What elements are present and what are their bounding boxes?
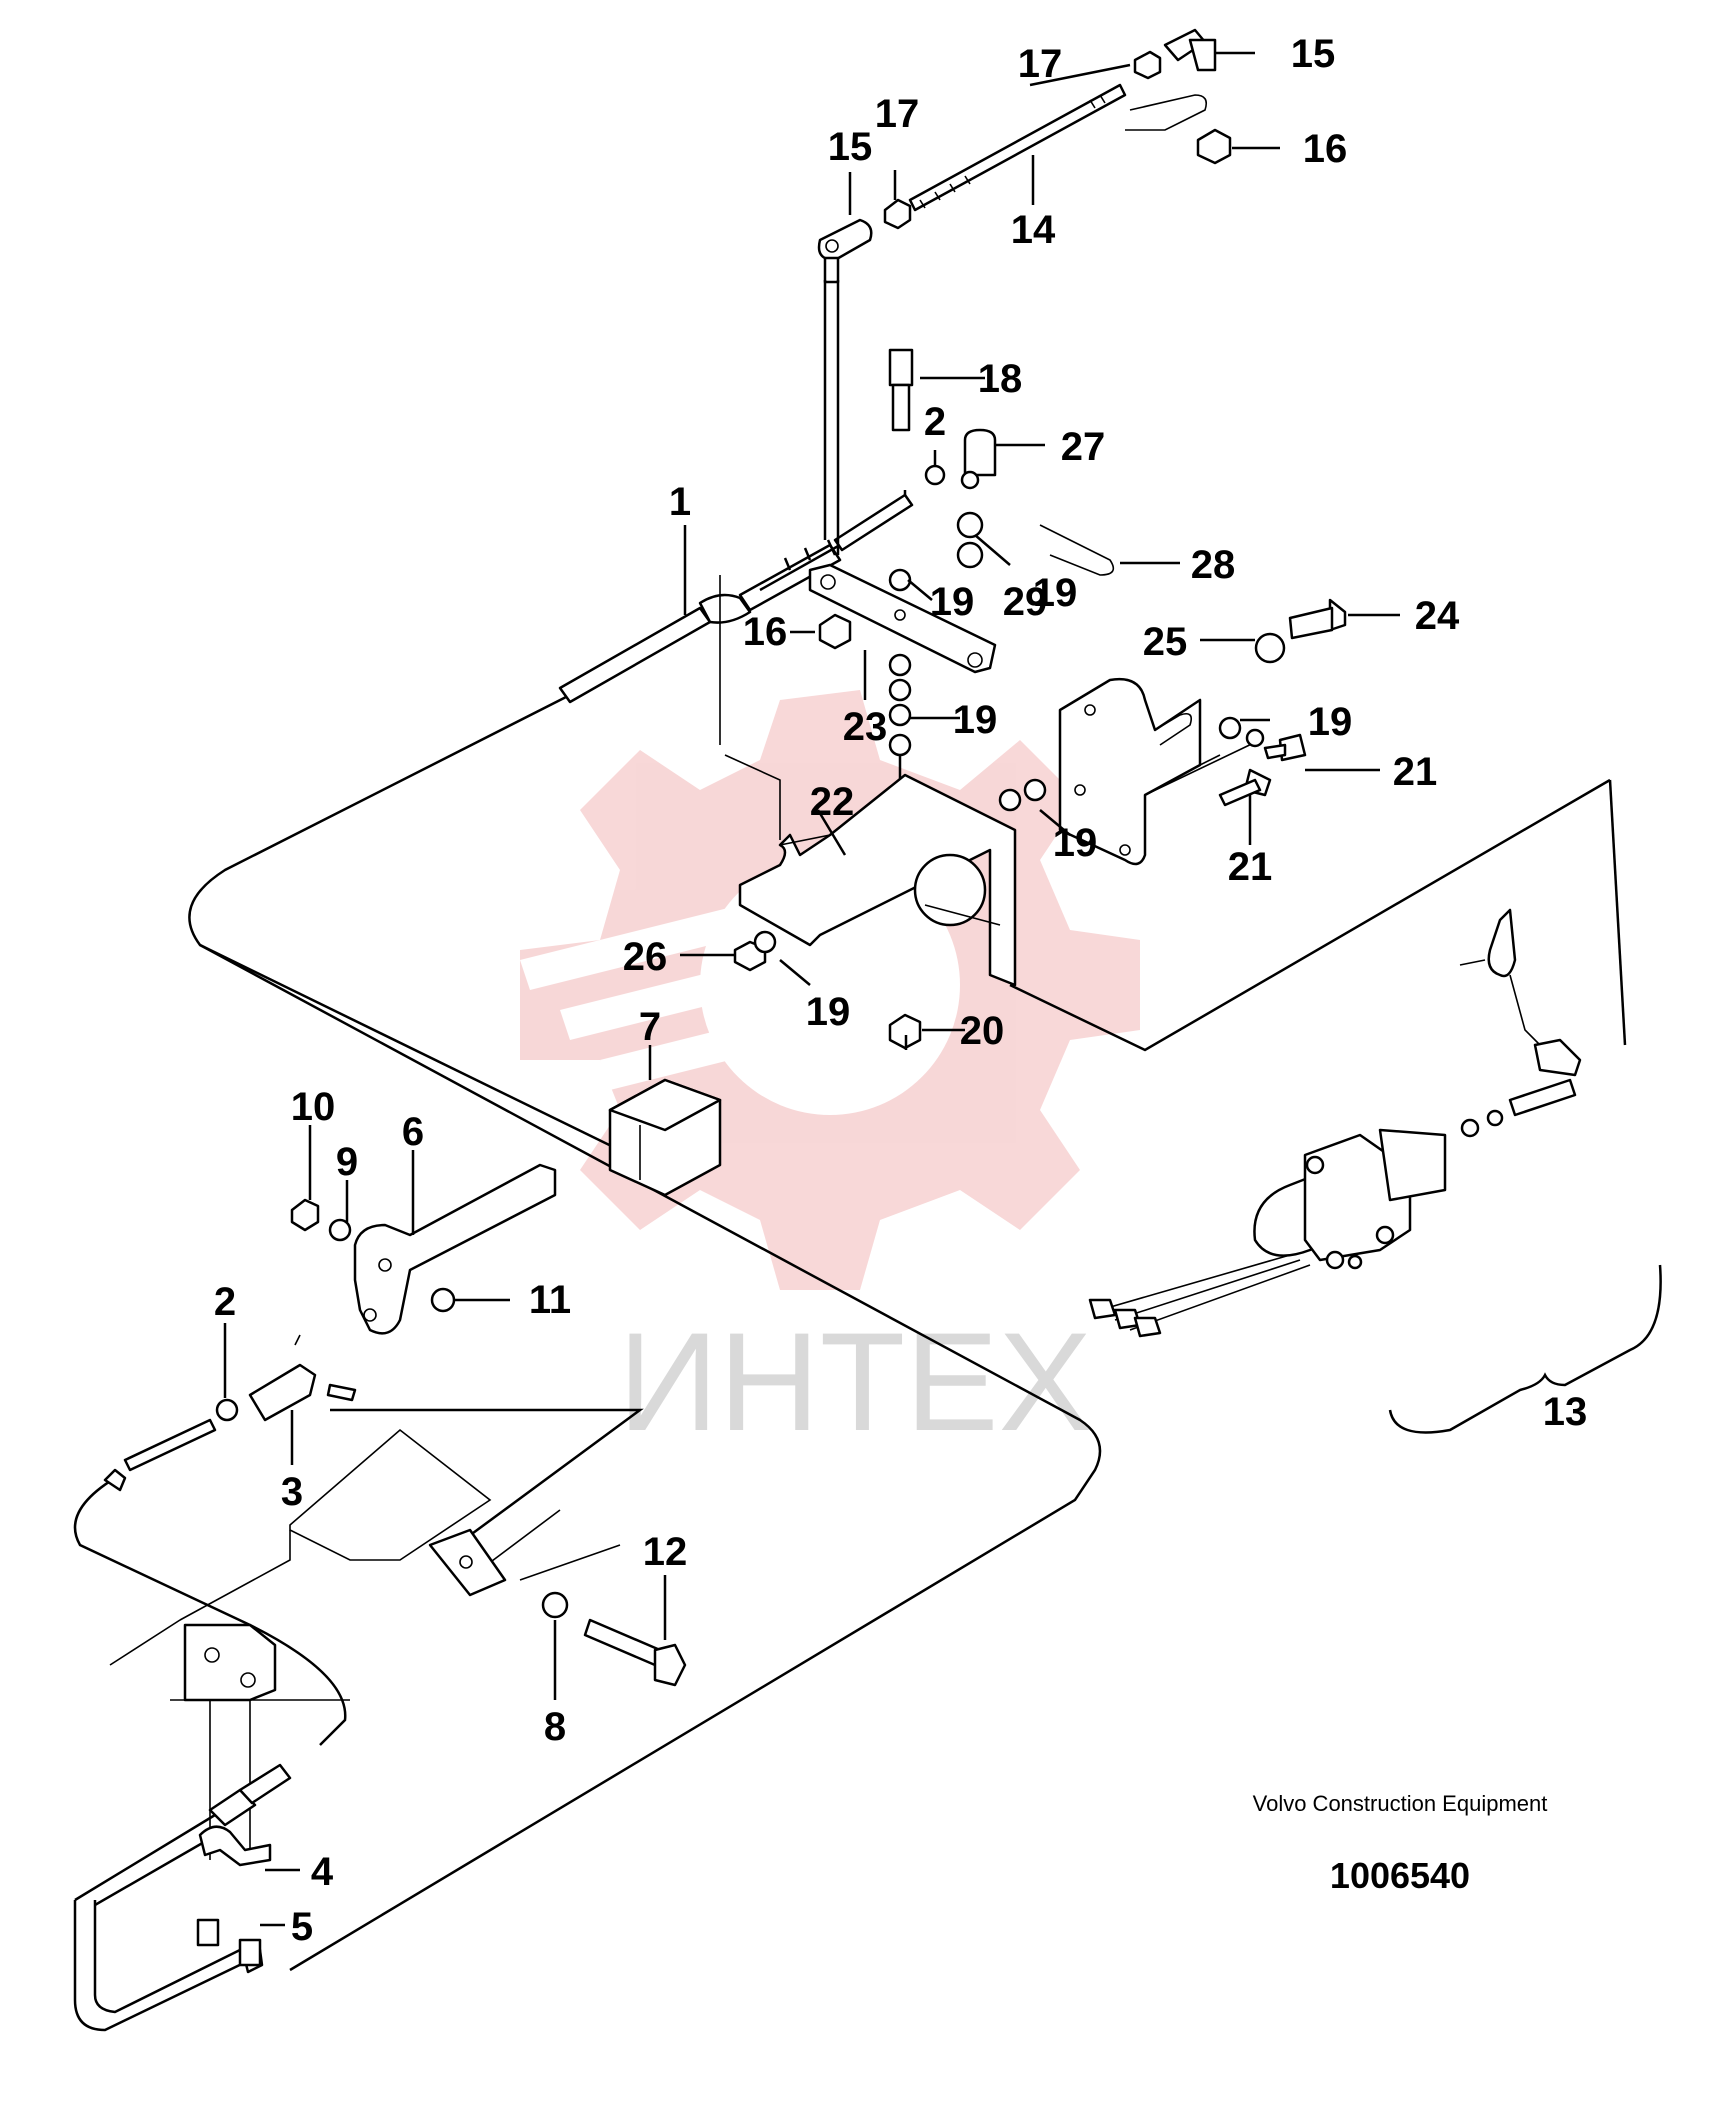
callout-27: 27 [1061, 425, 1106, 469]
callout-28: 28 [1191, 543, 1236, 587]
callout-23: 23 [843, 705, 888, 749]
callout-19a: 19 [930, 580, 975, 624]
hardware [103, 50, 1347, 1967]
callout-17b: 17 [1018, 42, 1063, 86]
watermark-text: ИНТЕХ [618, 1303, 1092, 1460]
diagram-reference-number: 1006540 [1329, 1855, 1471, 1896]
callout-19e: 19 [806, 990, 851, 1034]
callout-15: 15 [828, 125, 873, 169]
manufacturer-credit: Volvo Construction Equipment [1252, 1791, 1548, 1816]
callout-5: 5 [291, 1905, 313, 1949]
lever-plate [808, 563, 997, 790]
stop-solenoid [1088, 908, 1582, 1338]
pedal-housing [109, 1428, 621, 1860]
callout-2b: 2 [214, 1280, 236, 1324]
pedal-link-plate [353, 1163, 557, 1335]
callout-3: 3 [281, 1470, 303, 1514]
callout-10: 10 [291, 1085, 336, 1129]
callout-13: 13 [1543, 1390, 1588, 1434]
callout-7: 7 [639, 1005, 661, 1049]
callout-25: 25 [1143, 620, 1188, 664]
callout-20: 20 [960, 1009, 1005, 1053]
callout-19d: 19 [1053, 821, 1098, 865]
callout-16b: 16 [1303, 127, 1348, 171]
mounting-bracket [719, 575, 1017, 987]
callout-19f: 19 [1033, 571, 1078, 615]
rubber-pad [608, 1078, 722, 1197]
callout-16: 16 [743, 610, 788, 654]
callout-9: 9 [336, 1140, 358, 1184]
callout-22: 22 [810, 780, 855, 824]
callout-21a: 21 [1393, 750, 1438, 794]
leader-lines [223, 51, 1400, 1927]
push-pull-cable [73, 490, 914, 2032]
callout-1: 1 [669, 480, 691, 524]
callout-4: 4 [311, 1850, 334, 1894]
callout-19b: 19 [953, 698, 998, 742]
callout-17: 17 [875, 92, 920, 136]
callout-12: 12 [643, 1530, 688, 1574]
side-bracket [1058, 677, 1261, 866]
callout-29: 29 [1003, 580, 1048, 624]
callout-26: 26 [623, 935, 668, 979]
callout-2: 2 [924, 400, 946, 444]
callout-24: 24 [1415, 594, 1460, 638]
callout-6: 6 [402, 1110, 424, 1154]
group-brace [1388, 1264, 1662, 1434]
callout-14: 14 [1011, 208, 1056, 252]
callout-21b: 21 [1228, 845, 1273, 889]
callout-labels: 1 2 2 3 4 5 6 7 8 9 10 11 12 13 14 15 15… [214, 32, 1587, 1949]
callout-8: 8 [544, 1705, 566, 1749]
callout-11: 11 [529, 1278, 571, 1322]
callout-19c: 19 [1308, 700, 1353, 744]
linkage-rod [817, 28, 1217, 555]
callout-18: 18 [978, 357, 1023, 401]
callout-15b: 15 [1291, 32, 1336, 76]
